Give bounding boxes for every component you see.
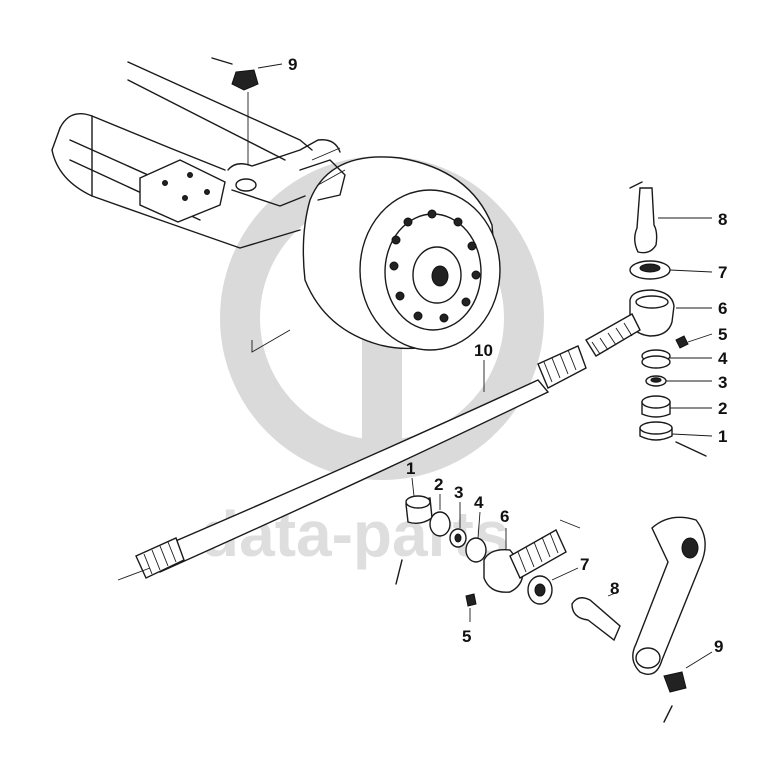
bottom-thread-lines bbox=[517, 532, 559, 573]
callout-bottom-end-housing: 6 bbox=[500, 507, 509, 526]
callout-top-washer: 7 bbox=[718, 263, 727, 282]
callout-top-ring: 3 bbox=[718, 373, 727, 392]
callout-bottom-cap: 1 bbox=[406, 459, 415, 478]
callout-top-seal: 4 bbox=[718, 349, 728, 368]
callout-bottom-ring: 3 bbox=[454, 483, 463, 502]
callout-top-end-housing: 6 bbox=[718, 299, 727, 318]
callout-bottom-washer: 7 bbox=[580, 555, 589, 574]
callout-bottom-seal: 4 bbox=[474, 493, 484, 512]
callout-top-cap: 1 bbox=[718, 427, 727, 446]
callout-top-stud: 8 bbox=[718, 210, 727, 229]
callout-bottom-stud: 8 bbox=[610, 579, 619, 598]
callout-bottom-grease-fitting: 5 bbox=[462, 627, 471, 646]
callout-bottom-seat: 2 bbox=[434, 475, 443, 494]
callout-top-nut: 9 bbox=[288, 55, 297, 74]
axle-beam bbox=[51, 61, 341, 249]
callout-labels: 9 8 7 6 5 4 3 2 1 10 1 2 3 4 6 5 7 8 9 bbox=[288, 55, 728, 656]
tie-rod-thread-left bbox=[143, 541, 177, 575]
top-thread-lines bbox=[591, 322, 633, 355]
callout-bottom-nut: 9 bbox=[714, 637, 723, 656]
wheel-studs bbox=[389, 209, 481, 323]
callout-tie-rod: 10 bbox=[474, 341, 493, 360]
brake-drum-hub bbox=[299, 147, 501, 351]
bottom-end-assembly bbox=[395, 477, 713, 723]
tie-rod-thread-right bbox=[543, 349, 577, 383]
callout-top-grease-fitting: 5 bbox=[718, 325, 727, 344]
tie-rod bbox=[117, 345, 587, 581]
callout-top-seat: 2 bbox=[718, 399, 727, 418]
top-stud-assembly bbox=[211, 57, 713, 457]
